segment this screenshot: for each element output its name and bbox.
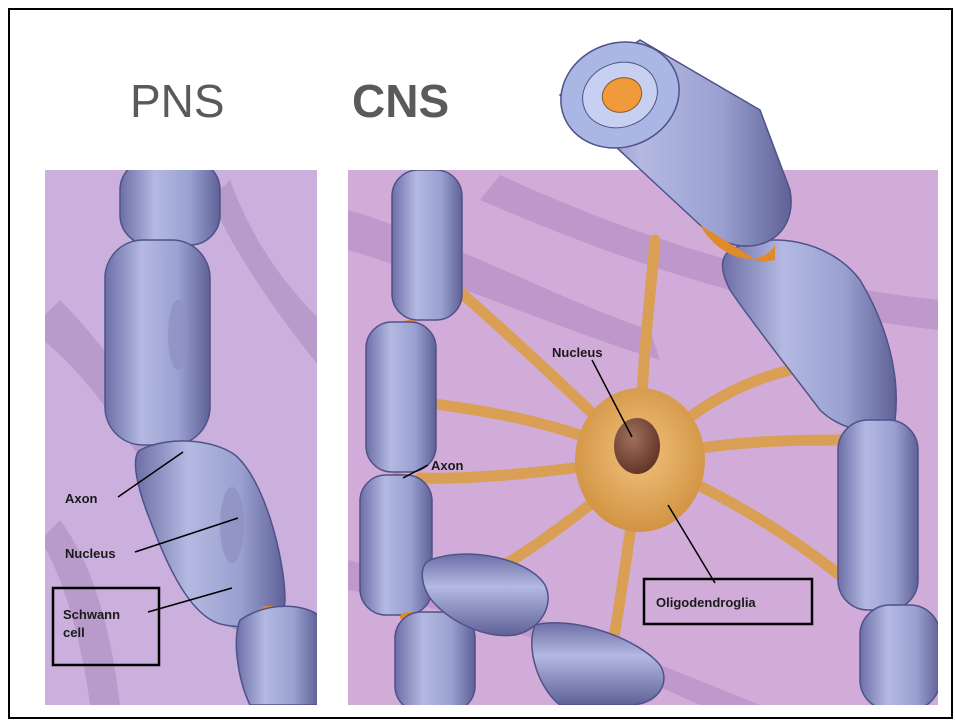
pns-axon-label: Axon [65,491,98,506]
cns-panel: Nucleus Axon Oligodendroglia [348,26,940,712]
pns-panel: Axon Nucleus Schwann cell [30,160,330,705]
pns-schwann-nucleus-lower [220,487,244,563]
pns-nucleus-label: Nucleus [65,546,116,561]
oligodendrocyte-nucleus [614,418,660,474]
pns-schwann-nucleus-upper [168,300,188,370]
cns-axon-label: Axon [431,458,464,473]
cns-nucleus-label: Nucleus [552,345,603,360]
pns-schwann-label-line1: Schwann [63,607,120,622]
cns-oligodendroglia-label: Oligodendroglia [656,595,756,610]
pns-schwann-label-line2: cell [63,625,85,640]
